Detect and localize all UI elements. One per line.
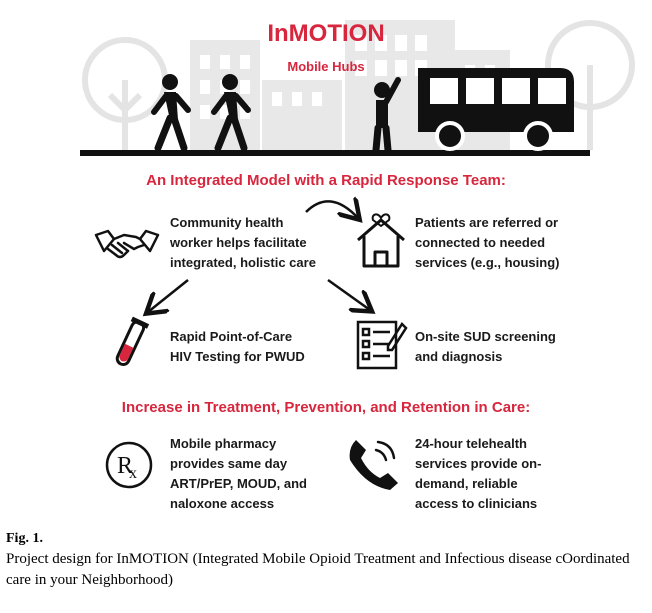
test-tube-icon bbox=[115, 316, 150, 367]
background-scenery bbox=[82, 20, 635, 150]
svg-text:x: x bbox=[129, 465, 137, 482]
section2-heading: Increase in Treatment, Prevention, and R… bbox=[121, 399, 531, 416]
section1-heading: An Integrated Model with a Rapid Respons… bbox=[146, 172, 506, 189]
flow-arrows bbox=[0, 190, 652, 320]
ground-line bbox=[80, 150, 590, 156]
handshake-icon bbox=[94, 229, 160, 259]
waving-person-icon bbox=[372, 77, 401, 152]
house-heart-icon bbox=[357, 213, 405, 268]
arrow-to-testing bbox=[148, 279, 189, 312]
arrow-to-referral bbox=[305, 201, 358, 218]
infographic-title: InMOTION bbox=[267, 20, 385, 47]
arrow-to-screening bbox=[327, 278, 370, 310]
hiv-testing-text: Rapid Point-of-Care HIV Testing for PWUD bbox=[170, 329, 305, 364]
referral-services-text: Patients are referred or connected to ne… bbox=[415, 215, 560, 270]
walking-person-icon bbox=[151, 74, 191, 152]
svg-text:R: R bbox=[117, 453, 133, 479]
figure-caption: Project design for InMOTION (Integrated … bbox=[6, 551, 630, 588]
mobile-hub-bus-icon bbox=[418, 68, 574, 151]
community-health-text: Community health worker helps facilitate… bbox=[170, 215, 316, 270]
mobile-pharmacy-text: Mobile pharmacy provides same day ART/Pr… bbox=[170, 436, 308, 511]
checklist-icon bbox=[356, 320, 408, 370]
sud-screening-text: On-site SUD screening and diagnosis bbox=[415, 329, 556, 364]
phone-icon bbox=[349, 440, 398, 490]
walking-person-icon bbox=[211, 74, 251, 152]
infographic-subtitle: Mobile Hubs bbox=[287, 59, 365, 74]
telehealth-text: 24-hour telehealth services provide on- … bbox=[415, 436, 542, 511]
rx-icon: R x bbox=[105, 441, 153, 489]
figure-label: Fig. 1. bbox=[6, 531, 43, 546]
